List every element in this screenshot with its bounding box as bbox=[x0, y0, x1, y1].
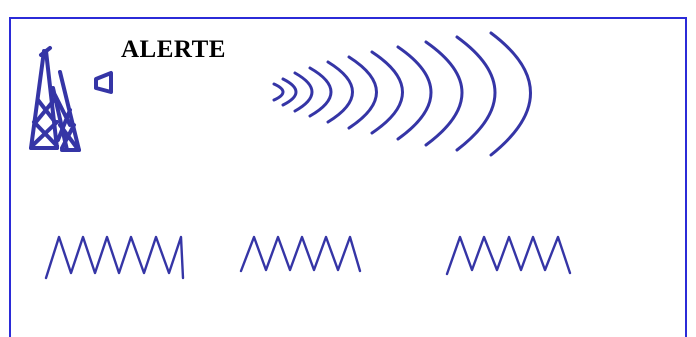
radio-waves-icon bbox=[274, 33, 531, 155]
signal-pattern-2 bbox=[241, 237, 360, 271]
alert-diagram bbox=[0, 0, 696, 329]
speaker-icon bbox=[96, 73, 111, 92]
signal-pattern-1 bbox=[46, 237, 183, 278]
signal-pattern-3 bbox=[447, 237, 570, 274]
radio-tower-icon bbox=[31, 48, 79, 150]
siren-signal-icon bbox=[46, 237, 570, 278]
alert-label: ALERTE bbox=[121, 37, 226, 62]
